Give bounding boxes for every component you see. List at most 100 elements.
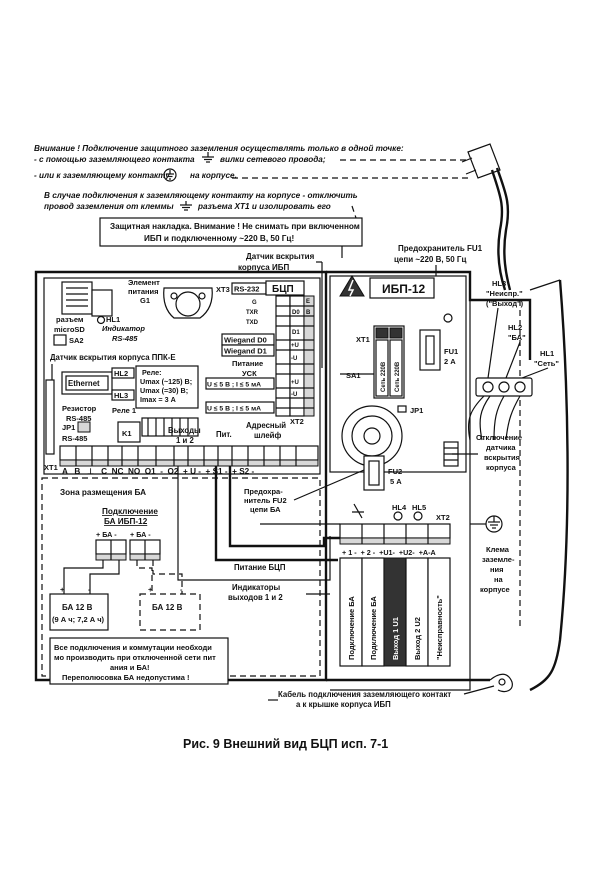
bcp-hl3-label: HL3 bbox=[114, 391, 128, 400]
bottom-note-1: Все подключения и коммутации необходи bbox=[54, 643, 212, 652]
hl5-led-icon bbox=[413, 511, 423, 521]
case-line-2b: разъема ХТ1 и изолировать его bbox=[197, 202, 331, 211]
u-limit-box-1 bbox=[205, 377, 275, 390]
ibp-xt1-terminal bbox=[373, 325, 405, 399]
u-limit-1: U ≤ 5 В ; I ≤ 5 мА bbox=[207, 382, 261, 389]
ibp-title: ИБП-12 bbox=[382, 282, 426, 296]
ibp-jp1-label: JP1 bbox=[410, 406, 423, 415]
ba2-plus: + bbox=[148, 585, 153, 594]
fu2-fuse-icon bbox=[363, 455, 385, 491]
disconnect-4: корпуса bbox=[486, 463, 517, 472]
bottom-note-4: Переполюсовка БА недопустима ! bbox=[62, 673, 190, 682]
ibp-terminal-labels: + 1 - + 2 - +U1- +U2- +A-A bbox=[342, 548, 436, 557]
outputs-label-1: Выходы bbox=[168, 426, 201, 435]
ibp-xt2-label: XT2 bbox=[436, 513, 450, 522]
wiegand-d1-label: Wiegand D1 bbox=[224, 347, 267, 356]
set-label-2: Сеть 220В bbox=[395, 361, 401, 392]
ba-connector-1 bbox=[95, 539, 127, 561]
hl5-label: HL5 bbox=[412, 503, 426, 512]
side-label-0: G bbox=[252, 300, 257, 306]
ibp-vertical-1: Подключение БА bbox=[369, 596, 378, 660]
hl2-led bbox=[111, 367, 135, 379]
fu2-callout-2: нитель FU2 bbox=[244, 496, 287, 505]
ba1-minus: - bbox=[88, 585, 91, 594]
side-label-10: B bbox=[306, 310, 311, 316]
xt3-label: XT3 bbox=[216, 285, 230, 294]
power-bcp-label: Питание БЦП bbox=[234, 563, 286, 572]
outputs-ind-2: выходов 1 и 2 bbox=[228, 593, 283, 602]
ibp-xt1-label: XT1 bbox=[356, 335, 370, 344]
ibp-vertical-0: Подключение БА bbox=[347, 596, 356, 660]
plus-ba-1: + БА - bbox=[96, 530, 117, 539]
fu2-value: 5 А bbox=[390, 477, 402, 486]
side-label-7: +U bbox=[291, 380, 299, 386]
rs485-label: RS-485 bbox=[62, 434, 87, 443]
resistor-label-2: RS-485 bbox=[66, 414, 91, 423]
addr-label-1: Адресный bbox=[246, 421, 286, 430]
hl3-led bbox=[111, 389, 135, 401]
warning-triangle-icon bbox=[339, 275, 365, 297]
u-limit-2: U ≤ 5 В ; I ≤ 5 мА bbox=[207, 406, 261, 413]
relay-note-box bbox=[135, 365, 199, 409]
k1-relay bbox=[117, 421, 141, 443]
side-label-9: E bbox=[306, 299, 310, 305]
wiegand-d0-label: Wiegand D0 bbox=[224, 336, 267, 345]
side-label-6: -U bbox=[291, 356, 297, 362]
element-label-1: Элемент bbox=[128, 278, 160, 287]
ethernet-label: Ethernet bbox=[68, 379, 100, 388]
relay-note-2: Umax (~125) В; bbox=[140, 377, 192, 386]
jp1-jumper bbox=[77, 421, 91, 433]
resistor-label-1: Резистор bbox=[62, 404, 97, 413]
jp1-ibp-jumper bbox=[397, 405, 407, 413]
fuse1-callout-line-2: цепи ~220 В, 50 Гц bbox=[394, 255, 466, 264]
hl2-callout-1: HL2 bbox=[508, 323, 522, 332]
fuse1-callout-line-1: Предохранитель FU1 bbox=[398, 244, 483, 253]
hl4-label: HL4 bbox=[392, 503, 407, 512]
ba2-label-1: БА 12 В bbox=[152, 603, 183, 612]
ba-battery-1 bbox=[49, 593, 109, 631]
relay-note-1: Реле: bbox=[142, 368, 161, 377]
ibp-output-columns bbox=[339, 557, 451, 667]
led-indicator-strip bbox=[467, 377, 533, 441]
side-label-1: TXR bbox=[246, 310, 259, 316]
case-ground-icon bbox=[470, 515, 503, 533]
element-label-2: питания bbox=[128, 287, 159, 296]
bcp-hl1-label: HL1 bbox=[106, 315, 120, 324]
bcp-title-box bbox=[265, 280, 305, 296]
hl3-callout-1: HL3 bbox=[492, 279, 506, 288]
cover-callout-box bbox=[99, 217, 363, 247]
microsd-label-2: microSD bbox=[54, 325, 85, 334]
ba1-plus: + bbox=[60, 585, 65, 594]
side-label-4: D1 bbox=[292, 330, 300, 336]
fu2-callout-1: Предохра- bbox=[244, 487, 283, 496]
clamp-2: заземле- bbox=[482, 555, 515, 564]
hl2-callout-2: "БА" bbox=[508, 333, 526, 342]
figure-caption: Рис. 9 Внешний вид БЦП исп. 7-1 bbox=[183, 737, 388, 751]
microsd-connector bbox=[61, 281, 113, 317]
sa2-button bbox=[53, 334, 67, 346]
hl3-callout-3: ("Выход") bbox=[486, 299, 524, 308]
disconnect-3: вскрытия bbox=[484, 453, 520, 462]
ba-connect-1: Подключение bbox=[102, 507, 158, 516]
sa1-label: SA1 bbox=[346, 371, 361, 380]
bcp-xt1-label: XT1 bbox=[44, 463, 58, 472]
ibp-vertical-4: "Неисправность" bbox=[435, 595, 444, 660]
ppk-sensor-bar bbox=[45, 379, 55, 455]
cover-callout-line-1: Защитная накладка. Внимание ! Не снимать… bbox=[110, 222, 360, 231]
bcp-right-terminals bbox=[275, 295, 315, 417]
bcp-terminal-labels: A B ⊥ C NC NO O1 - O2 + U - + S1 - + S2 … bbox=[62, 467, 254, 476]
side-label-2: TXD bbox=[246, 320, 259, 326]
ibp-vertical-2: Выход 1 U1 bbox=[391, 617, 400, 660]
hl1-callout-2: "Сеть" bbox=[534, 359, 559, 368]
plug-icon bbox=[461, 143, 512, 291]
ba-connector-2 bbox=[129, 539, 161, 561]
enclosure bbox=[34, 270, 569, 692]
ibp-vertical-3: Выход 2 U2 bbox=[413, 617, 422, 660]
ba-connect-2: БА ИБП-12 bbox=[104, 517, 148, 526]
side-label-8: -U bbox=[291, 392, 297, 398]
ground-symbol-plug bbox=[202, 152, 214, 163]
hl1-led-icon bbox=[96, 315, 106, 325]
warning-line-2b: вилки сетевого провода; bbox=[220, 155, 326, 164]
case-line-2a: провод заземления от клеммы bbox=[44, 202, 174, 211]
sensor-ibp-line-2: корпуса ИБП bbox=[238, 263, 289, 272]
